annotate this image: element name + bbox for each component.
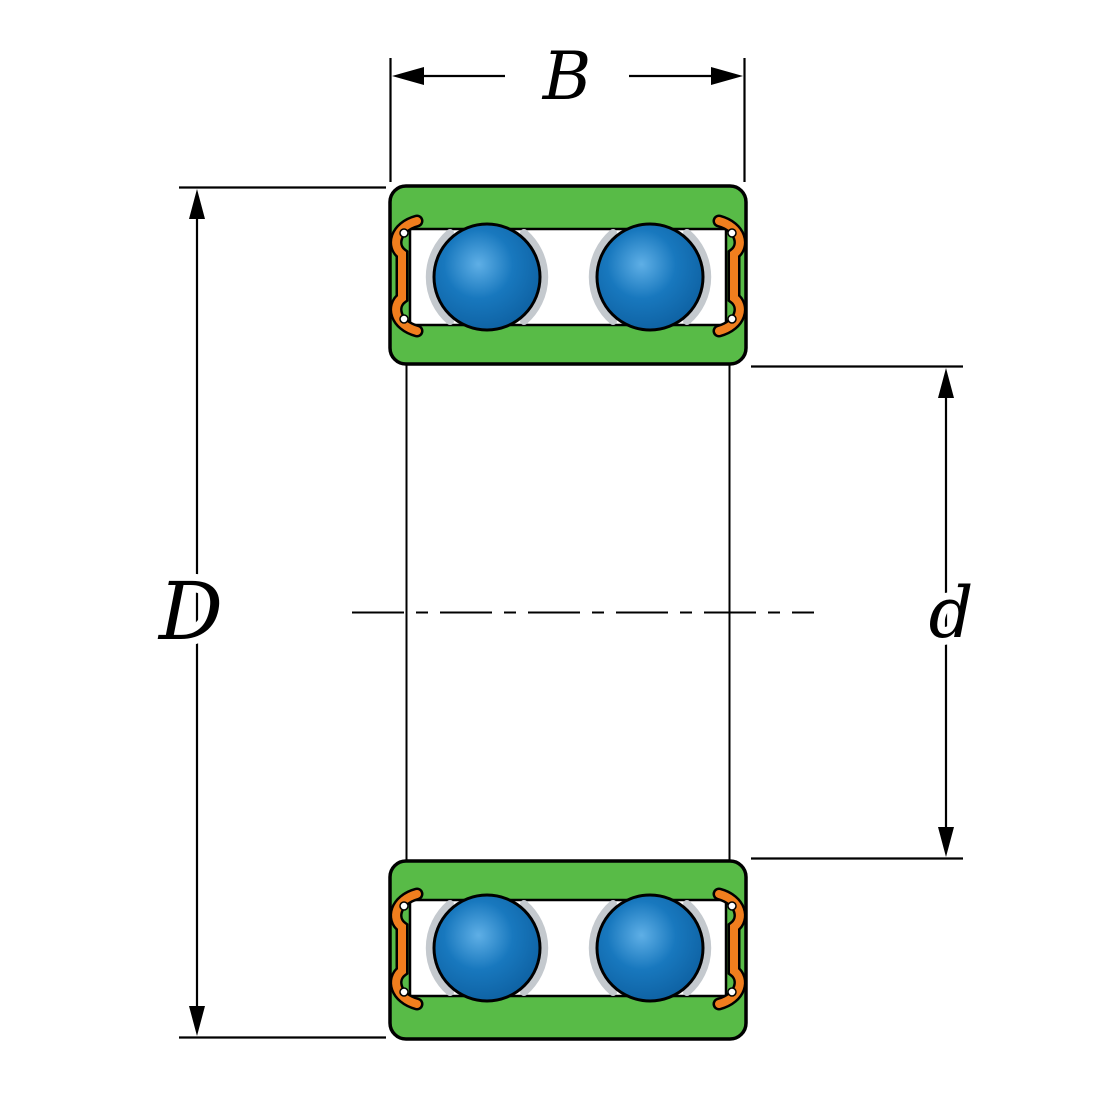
bearing-section-top <box>388 184 748 366</box>
outer-diameter-label: D <box>157 565 223 658</box>
seal-notch <box>399 901 409 911</box>
seal-notch <box>727 314 737 324</box>
cage-claw <box>588 900 617 996</box>
cage-claw <box>425 229 454 325</box>
seal-right-top <box>712 214 747 338</box>
ball <box>432 222 542 332</box>
ball <box>432 893 542 1003</box>
cage-claw <box>520 229 549 325</box>
bearing-section-bottom <box>388 859 748 1041</box>
arrowhead <box>711 67 743 85</box>
ball <box>595 893 705 1003</box>
arrowhead <box>189 1006 205 1036</box>
arrowhead <box>189 189 205 219</box>
seal-notch <box>399 228 409 238</box>
arrowhead <box>938 368 954 398</box>
seal-notch <box>727 901 737 911</box>
bore-diameter-label: d <box>929 572 974 654</box>
seal-notch <box>399 314 409 324</box>
cage-claw <box>588 229 617 325</box>
cage-top <box>425 229 712 325</box>
seal-notch <box>727 987 737 997</box>
dimension-D: D <box>150 186 386 1039</box>
arrowhead <box>392 67 424 85</box>
width-label: B <box>542 38 592 115</box>
cage-claw <box>520 900 549 996</box>
seal-notch <box>727 228 737 238</box>
cage-claw <box>683 900 712 996</box>
cage-bottom <box>425 900 712 996</box>
arrowhead <box>938 827 954 857</box>
dimension-B: B <box>389 38 746 182</box>
seal-left-bottom <box>389 887 424 1011</box>
cage-claw <box>425 900 454 996</box>
cage-claw <box>683 229 712 325</box>
ball <box>595 222 705 332</box>
seal-notch <box>399 987 409 997</box>
seal-right-bottom <box>712 887 747 1011</box>
seal-left-top <box>389 214 424 338</box>
dimension-d: d <box>751 365 980 860</box>
